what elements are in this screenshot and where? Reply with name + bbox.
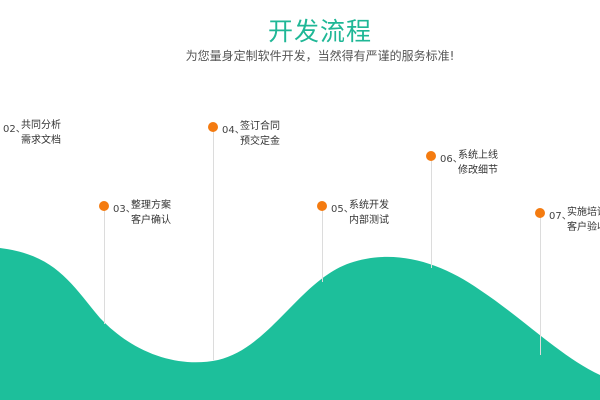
step-connector-line [322,206,323,282]
step-number: 06、 [440,154,463,165]
step-marker-dot [535,208,545,218]
step-connector-line [104,206,105,324]
step-label-line1: 签订合同 [240,121,280,132]
step-label-line1: 系统上线 [458,150,498,161]
step-connector-line [213,127,214,360]
step-marker-dot [426,151,436,161]
step-number: 07、 [549,211,572,222]
step-number: 05、 [331,204,354,215]
step-marker-dot [208,122,218,132]
wave-shape [0,248,600,400]
step-number: 02、 [3,124,26,135]
step-label-line2: 客户确认 [131,215,171,226]
step-label-line1: 实施培训 [567,207,600,218]
step-label-line2: 需求文档 [21,135,61,146]
step-label-line2: 内部测试 [349,215,389,226]
step-label-line1: 整理方案 [131,200,171,211]
step-label-line2: 客户验收 [567,222,600,233]
step-connector-line [540,213,541,355]
step-label-line2: 修改细节 [458,165,498,176]
section-title: 开发流程 [267,17,372,46]
step-label-line1: 系统开发 [349,200,389,211]
step-marker-dot [99,201,109,211]
step-number: 03、 [113,204,136,215]
step-marker-dot [317,201,327,211]
step-number: 04、 [222,125,245,136]
step-label-line1: 共同分析 [21,120,61,131]
step-connector-line [431,156,432,268]
section-subtitle: 为您量身定制软件开发，当然得有严谨的服务标准! [185,49,455,63]
step-label-line2: 预交定金 [240,136,280,147]
